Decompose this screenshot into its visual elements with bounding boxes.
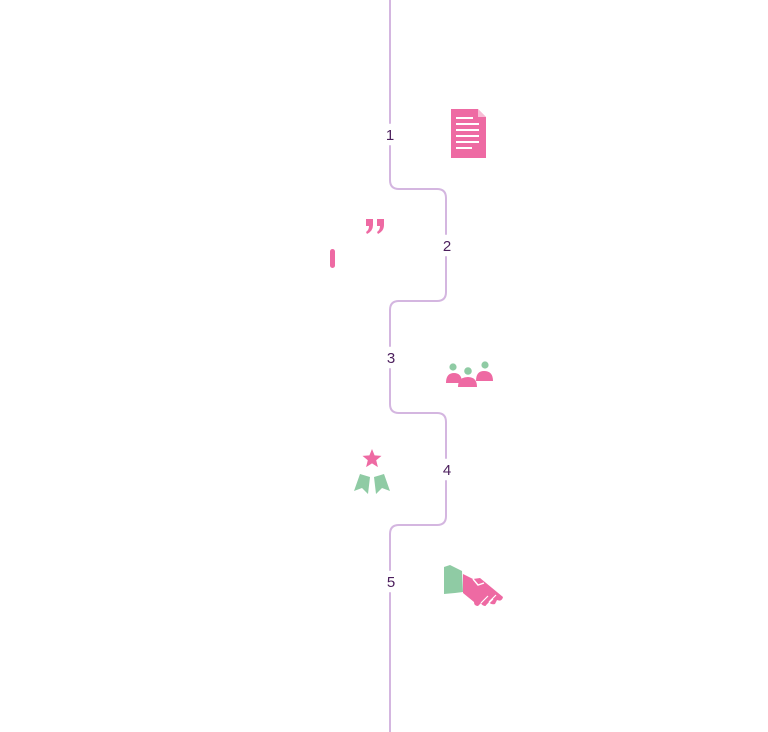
timeline-path: [389, 0, 447, 732]
award-icon: [354, 449, 390, 494]
step-number-2: 2: [443, 238, 451, 255]
handshake-icon: [444, 565, 503, 607]
step-number-4: 4: [443, 462, 451, 479]
step-number-3: 3: [387, 350, 395, 367]
step-number-5: 5: [387, 574, 395, 591]
step-number-1: 1: [386, 127, 394, 144]
team-icon: [446, 361, 493, 387]
document-icon: [451, 109, 486, 158]
quote-icon: [330, 219, 384, 268]
